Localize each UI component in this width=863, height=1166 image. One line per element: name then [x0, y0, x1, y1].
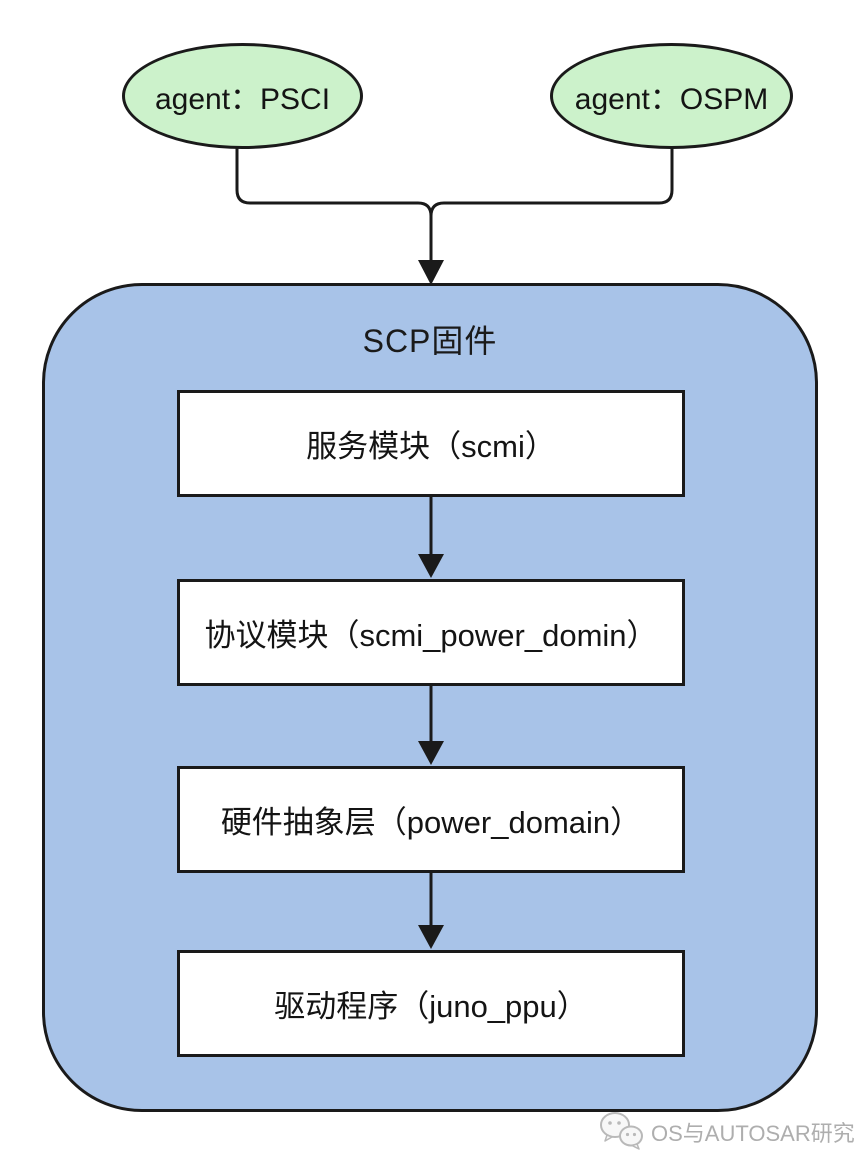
firmware-title: SCP固件 [362, 323, 498, 359]
arrowhead-into-firmware [418, 260, 444, 285]
agent-ospm-label: agent：OSPM [574, 83, 769, 116]
module-driver-label: 驱动程序（juno_ppu） [274, 989, 588, 1024]
module-box-protocol: 协议模块（scmi_power_domin） [177, 579, 685, 686]
watermark-text: OS与AUTOSAR研究 [651, 1121, 855, 1146]
wechat-icon [600, 1112, 643, 1150]
module-box-driver: 驱动程序（juno_ppu） [177, 950, 685, 1057]
connector-ospm-branch [429, 147, 674, 217]
watermark: OS与AUTOSAR研究 [598, 1108, 855, 1156]
module-box-hal: 硬件抽象层（power_domain） [177, 766, 685, 873]
agent-node-ospm: agent：OSPM [550, 43, 793, 149]
module-box-service: 服务模块（scmi） [177, 390, 685, 497]
agent-node-psci: agent：PSCI [122, 43, 363, 149]
module-service-label: 服务模块（scmi） [306, 429, 556, 464]
agent-psci-label: agent：PSCI [154, 83, 331, 116]
module-protocol-label: 协议模块（scmi_power_domin） [204, 618, 658, 653]
connector-psci-branch [235, 147, 433, 262]
module-hal-label: 硬件抽象层（power_domain） [220, 805, 642, 840]
